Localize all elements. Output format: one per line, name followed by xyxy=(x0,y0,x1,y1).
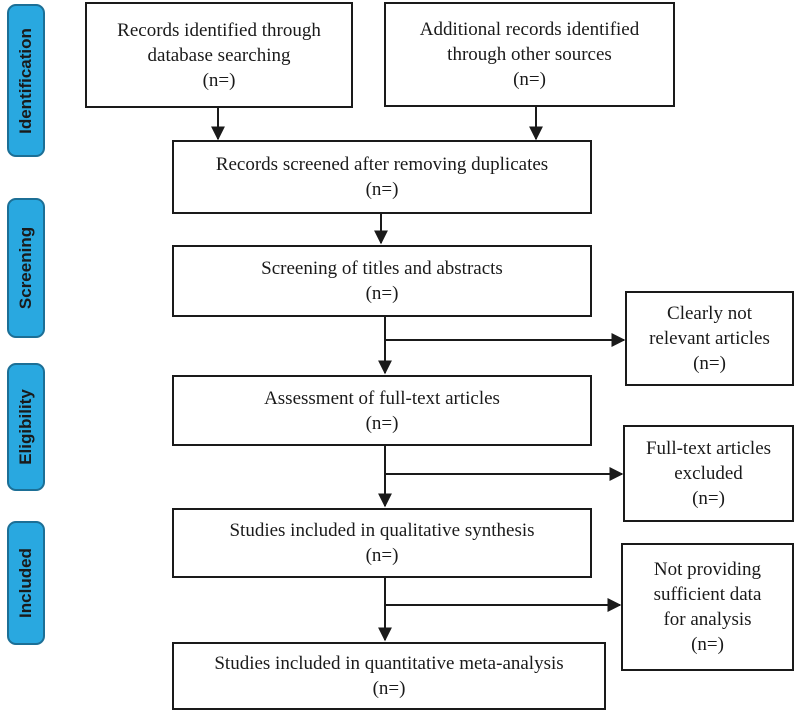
box-line: database searching xyxy=(147,44,291,66)
box-fulltext-excluded: Full-text articles excluded (n=) xyxy=(623,425,794,522)
box-line: Records identified through xyxy=(117,19,321,41)
stage-identification-label: Identification xyxy=(16,27,35,134)
box-quantitative: Studies included in quantitative meta-an… xyxy=(172,642,606,710)
box-line: (n=) xyxy=(365,545,399,566)
box-line: (n=) xyxy=(691,634,724,655)
stage-included-label: Included xyxy=(16,548,35,618)
box-line: through other sources xyxy=(447,44,612,65)
box-line: (n=) xyxy=(513,69,546,90)
box-qualitative: Studies included in qualitative synthesi… xyxy=(172,508,592,578)
box-line: Assessment of full-text articles xyxy=(264,387,500,409)
stage-eligibility: Eligibility xyxy=(7,363,45,491)
stage-screening: Screening xyxy=(7,198,45,338)
box-line: Studies included in quantitative meta-an… xyxy=(214,653,564,674)
box-screening-titles: Screening of titles and abstracts (n=) xyxy=(172,245,592,317)
box-line: (n=) xyxy=(693,353,726,374)
box-line: Full-text articles xyxy=(645,438,772,459)
box-line: excluded xyxy=(674,463,743,484)
box-fulltext-assessment: Assessment of full-text articles (n=) xyxy=(172,375,592,446)
box-records-database: Records identified through database sear… xyxy=(85,2,353,108)
box-line: Additional records identified xyxy=(419,19,640,40)
box-not-relevant: Clearly not relevant articles (n=) xyxy=(625,291,794,386)
box-line: Screening of titles and abstracts xyxy=(261,258,503,279)
box-line: sufficient data xyxy=(653,584,762,605)
box-line: relevant articles xyxy=(649,328,770,349)
box-line: Not providing xyxy=(653,559,762,580)
box-line: Clearly not xyxy=(667,303,752,324)
box-line: (n=) xyxy=(202,69,236,91)
box-line: (n=) xyxy=(365,283,399,304)
box-line: for analysis xyxy=(663,609,752,630)
stage-eligibility-label: Eligibility xyxy=(16,389,35,465)
stage-identification: Identification xyxy=(7,4,45,157)
box-records-other: Additional records identified through ot… xyxy=(384,2,675,107)
box-line: Records screened after removing duplicat… xyxy=(215,154,549,175)
box-line: Studies included in qualitative synthesi… xyxy=(229,520,535,541)
box-line: (n=) xyxy=(365,412,399,434)
stage-included: Included xyxy=(7,521,45,645)
box-line: (n=) xyxy=(692,488,725,509)
box-line: (n=) xyxy=(372,678,406,699)
box-insufficient-data: Not providing sufficient data for analys… xyxy=(621,543,794,671)
stage-screening-label: Screening xyxy=(16,226,36,310)
box-records-screened: Records screened after removing duplicat… xyxy=(172,140,592,214)
box-line: (n=) xyxy=(365,179,399,200)
